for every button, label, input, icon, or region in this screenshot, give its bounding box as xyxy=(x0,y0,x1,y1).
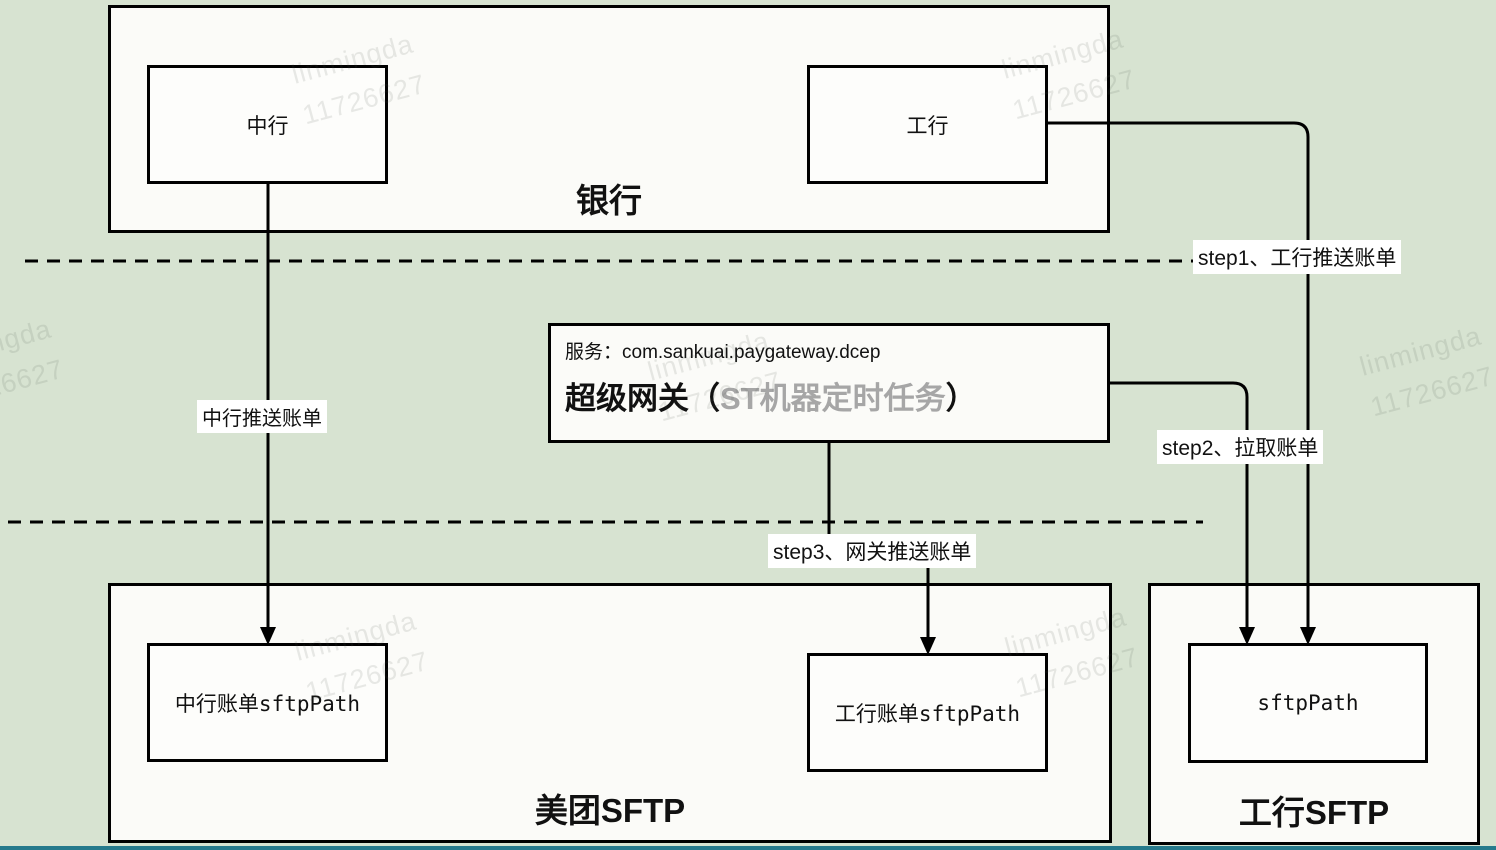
gateway-box: 服务：com.sankuai.paygateway.dcep 超级网关（ST机器… xyxy=(548,323,1110,443)
watermark-id: 11726627 xyxy=(0,353,68,416)
watermark-name: linmingda xyxy=(0,313,55,375)
gateway-title-paren-close: ） xyxy=(945,381,977,416)
edge-label-step1: step1、工行推送账单 xyxy=(1193,240,1402,274)
gateway-title-paren-open: （ xyxy=(689,381,720,416)
gateway-title-sub: ST机器定时任务 xyxy=(720,381,946,416)
icbc-sftp-group-label: 工行SFTP xyxy=(1238,794,1390,831)
edge-label-boc-push: 中行推送账单 xyxy=(197,400,327,433)
gateway-title-main: 超级网关 xyxy=(565,381,689,416)
node-icbc: 工行 xyxy=(807,65,1048,184)
edge-label-step3: step3、网关推送账单 xyxy=(768,534,977,568)
node-boc: 中行 xyxy=(147,65,388,184)
gateway-service-text: 服务：com.sankuai.paygateway.dcep xyxy=(565,342,881,363)
node-boc-bill-sftppath: 中行账单sftpPath xyxy=(147,643,388,762)
watermark-name: linmingda xyxy=(1356,320,1485,382)
node-sftp-path: sftpPath xyxy=(1188,643,1428,763)
node-icbc-bill-sftppath: 工行账单sftpPath xyxy=(807,653,1048,772)
meituan-sftp-group-label: 美团SFTP xyxy=(534,792,686,829)
watermark-id: 11726627 xyxy=(1367,360,1496,423)
bottom-accent-bar xyxy=(0,846,1496,850)
bank-group-label: 银行 xyxy=(576,182,642,219)
gateway-title: 超级网关（ST机器定时任务） xyxy=(565,373,1093,418)
edge-label-step2: step2、拉取账单 xyxy=(1157,430,1324,464)
